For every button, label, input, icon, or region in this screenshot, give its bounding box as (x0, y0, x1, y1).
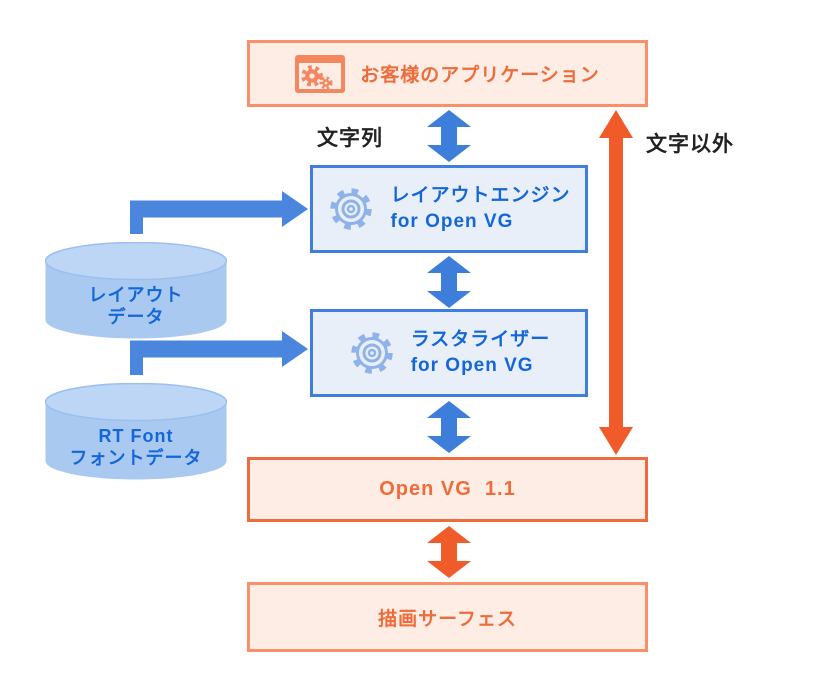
gear-icon (348, 329, 396, 377)
font-data-elbow-arrow (130, 331, 308, 375)
layout-rasterizer-arrow (427, 256, 471, 308)
gear-icon (327, 185, 375, 233)
layout-engine-line1: レイアウトエンジン (390, 185, 571, 206)
font-data-cylinder: RT Font フォントデータ (45, 383, 227, 480)
app-layout-arrow (427, 110, 471, 162)
customer-application-box: お客様のアプリケーション (247, 40, 648, 107)
rasterizer-box: ラスタライザー for Open VG (310, 309, 588, 397)
layout-engine-line2: for Open VG (390, 211, 514, 232)
rasterizer-line2: for Open VG (410, 355, 534, 376)
font-data-line1: RT Font (98, 426, 174, 446)
openvg-box: Open VG 1.1 (247, 457, 648, 522)
openvg-label: Open VG 1.1 (379, 478, 516, 500)
layout-engine-box: レイアウトエンジン for Open VG (310, 165, 588, 253)
font-data-label: RT Font フォントデータ (45, 425, 227, 469)
layout-data-elbow-arrow (130, 191, 308, 234)
customer-application-label: お客様のアプリケーション (360, 65, 600, 86)
font-data-line2: フォントデータ (69, 448, 203, 468)
surface-label: 描画サーフェス (378, 608, 517, 630)
app-openvg-long-arrow (599, 110, 633, 455)
non-text-flow-label: 文字以外 (646, 133, 734, 156)
text-flow-label: 文字列 (317, 127, 383, 150)
rasterizer-label: ラスタライザー for Open VG (411, 327, 551, 379)
layout-data-label: レイアウト データ (45, 284, 227, 328)
layout-engine-label: レイアウトエンジン for Open VG (390, 183, 570, 235)
cylinder-icon (45, 383, 227, 480)
rasterizer-line1: ラスタライザー (410, 329, 551, 350)
rasterizer-openvg-arrow (427, 401, 471, 453)
openvg-surface-arrow (427, 526, 471, 578)
layout-data-cylinder: レイアウト データ (45, 242, 227, 339)
surface-box: 描画サーフェス (247, 582, 648, 652)
cylinder-icon (45, 242, 227, 339)
window-gears-icon (295, 54, 346, 93)
layout-data-line2: データ (107, 307, 165, 327)
layout-data-line1: レイアウト (88, 285, 184, 305)
